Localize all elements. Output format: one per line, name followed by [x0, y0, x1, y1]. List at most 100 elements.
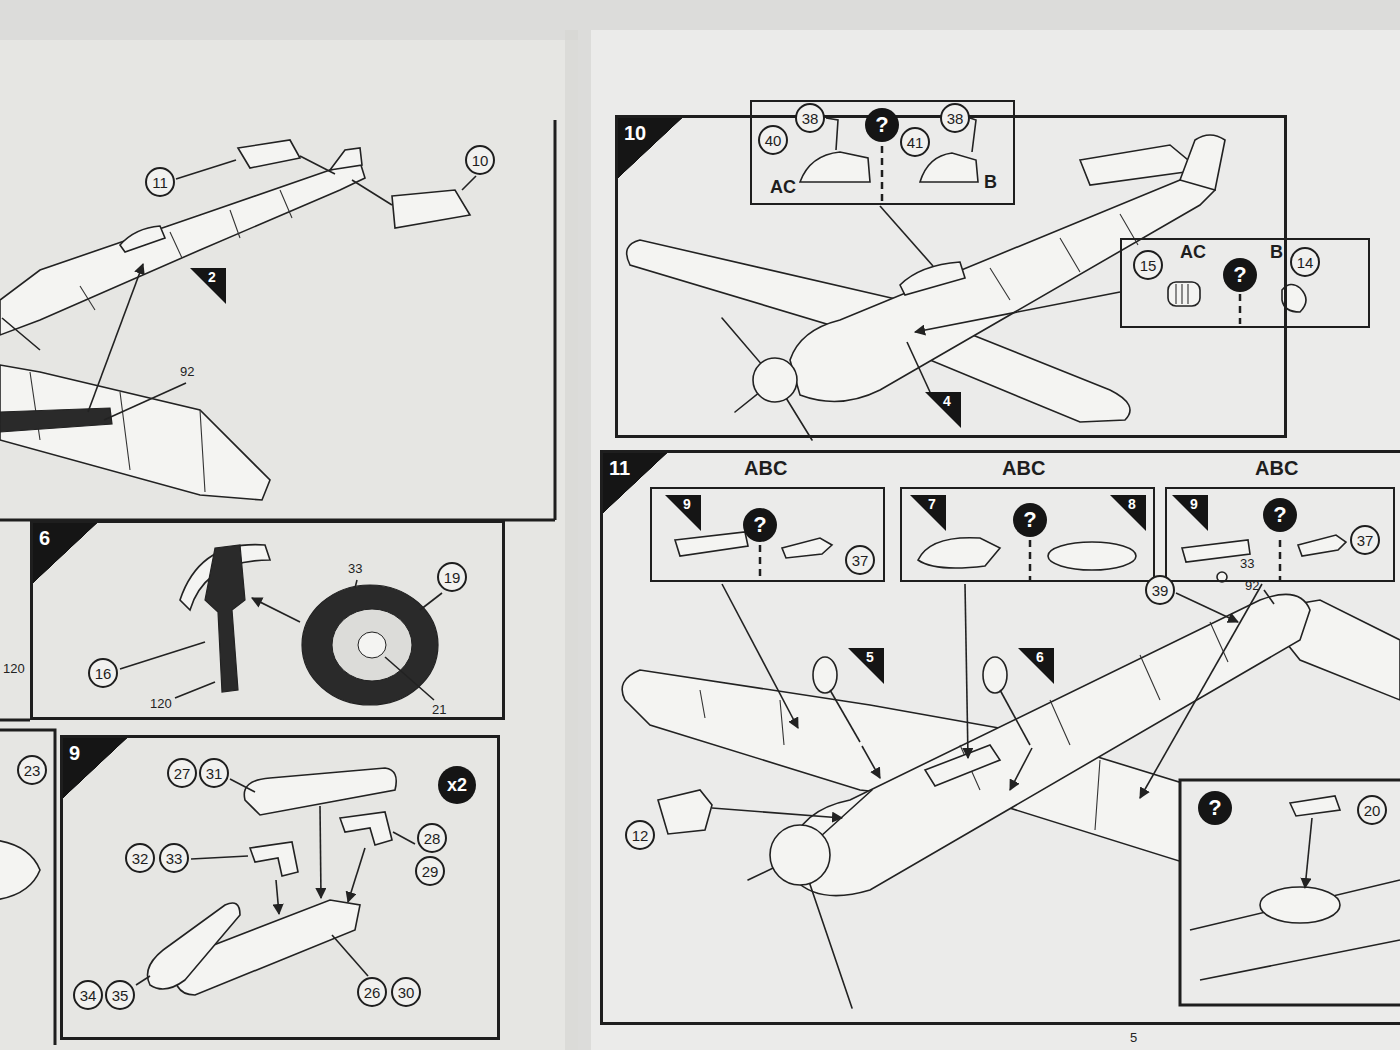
callout-number: 40	[758, 125, 788, 155]
gear-drawing	[983, 657, 1007, 693]
triangle-fill	[1172, 495, 1208, 531]
triangle-fill	[190, 268, 226, 304]
exhaust-drawing	[1168, 282, 1200, 306]
part-number: 29	[422, 864, 439, 879]
option-divider	[1029, 540, 1032, 580]
part-number: 40	[765, 133, 782, 148]
query-symbol: ?	[865, 108, 899, 142]
query-symbol: ?	[1198, 791, 1232, 825]
fin-drawing	[1180, 135, 1225, 190]
leader-line	[176, 160, 236, 179]
part-number: ?	[875, 114, 888, 136]
callout-number: 19	[437, 562, 467, 592]
step-triangle: 9	[1172, 495, 1208, 531]
assembly-arrow	[320, 806, 321, 898]
leader-line	[915, 292, 1120, 332]
gear-leg-drawing	[205, 545, 245, 692]
triangle-fill	[1018, 648, 1054, 684]
part-number: 120	[3, 661, 25, 676]
panel-border	[0, 120, 555, 520]
assembly-arrow	[252, 598, 300, 622]
query-symbol: ?	[743, 508, 777, 542]
variant-code: AC	[770, 177, 796, 198]
callout-number: 14	[1290, 247, 1320, 277]
part-number: 35	[112, 988, 129, 1003]
part-number: 23	[24, 763, 41, 778]
step-number: 10	[618, 118, 682, 178]
callout-number: 38	[795, 103, 825, 133]
step-number: 11	[603, 453, 667, 513]
variant-code: B	[1270, 242, 1283, 263]
wing-drawing	[0, 365, 270, 500]
intake-drawing	[658, 790, 712, 834]
exhaust-detail	[1176, 284, 1188, 304]
callout-number: 23	[17, 755, 47, 785]
panel-lines	[80, 190, 292, 310]
part-number: 12	[632, 828, 649, 843]
tailplane-drawing	[238, 140, 300, 168]
assembly-arrow	[1305, 818, 1312, 888]
part-number: 33	[1240, 556, 1254, 571]
gear-drawing	[1000, 690, 1030, 745]
assembly-arrow	[1010, 748, 1032, 790]
part-number: 11	[152, 175, 168, 190]
step-number: 6	[33, 523, 97, 583]
part-number: x2	[447, 776, 467, 794]
part-number: 26	[364, 985, 381, 1000]
fin-drawing	[330, 148, 362, 170]
canopy-drawing	[800, 152, 870, 182]
leader-line	[722, 584, 798, 728]
multiplier-badge: x2	[438, 766, 476, 804]
rack-drawing	[1182, 540, 1250, 562]
part-number: 16	[95, 666, 112, 681]
page-number: 5	[1130, 1030, 1137, 1045]
callout-number: 29	[415, 856, 445, 886]
part-number: 30	[398, 985, 415, 1000]
option-box: ACB3840?3841	[750, 100, 1015, 205]
spinner-drawing	[770, 825, 830, 885]
canopy-drawing	[920, 153, 978, 182]
leader-line	[965, 584, 968, 758]
gear-drawing	[830, 690, 860, 742]
part-number: ?	[1273, 504, 1286, 526]
step-triangle: 6	[1018, 648, 1054, 684]
leader-line	[462, 176, 476, 190]
cockpit-drawing	[120, 226, 165, 252]
option-box: ACB15?14	[1120, 238, 1370, 328]
leader-line	[136, 976, 150, 985]
triangle-fill	[848, 648, 884, 684]
part-number: 20	[1364, 803, 1381, 818]
callout-number: 38	[940, 103, 970, 133]
triangle-fill	[665, 495, 701, 531]
step-triangle: 9	[665, 495, 701, 531]
part-number: 15	[1140, 258, 1157, 273]
part-number: 5	[866, 649, 874, 665]
part-number: 39	[1152, 583, 1169, 598]
part-number: 92	[1245, 578, 1259, 593]
part-number: 33	[166, 851, 183, 866]
bracket-drawing	[250, 842, 298, 876]
step-triangle: 5	[848, 648, 884, 684]
leader-line	[880, 206, 933, 266]
part-number: 28	[424, 831, 441, 846]
part-drawing	[1298, 535, 1346, 556]
triangle-fill	[925, 392, 961, 428]
callout-number: 37	[845, 545, 875, 575]
wheel-well-drawing	[1260, 887, 1340, 923]
part-number: 31	[206, 766, 223, 781]
part-number: ?	[1208, 797, 1221, 819]
part-number: 38	[802, 111, 819, 126]
part-drawing	[0, 840, 40, 900]
part-shape	[0, 408, 112, 432]
variant-code: B	[984, 172, 997, 193]
option-box: ABC9?37	[650, 487, 885, 582]
leader-line	[385, 657, 434, 700]
panel-lines	[30, 372, 205, 492]
option-divider	[1239, 294, 1242, 324]
part-number: 32	[132, 851, 149, 866]
inset-drawing	[1190, 880, 1400, 980]
leader-line	[393, 832, 415, 844]
part-number: 6	[1036, 649, 1044, 665]
part-number: 34	[80, 988, 97, 1003]
pin-drawing	[1290, 796, 1340, 816]
